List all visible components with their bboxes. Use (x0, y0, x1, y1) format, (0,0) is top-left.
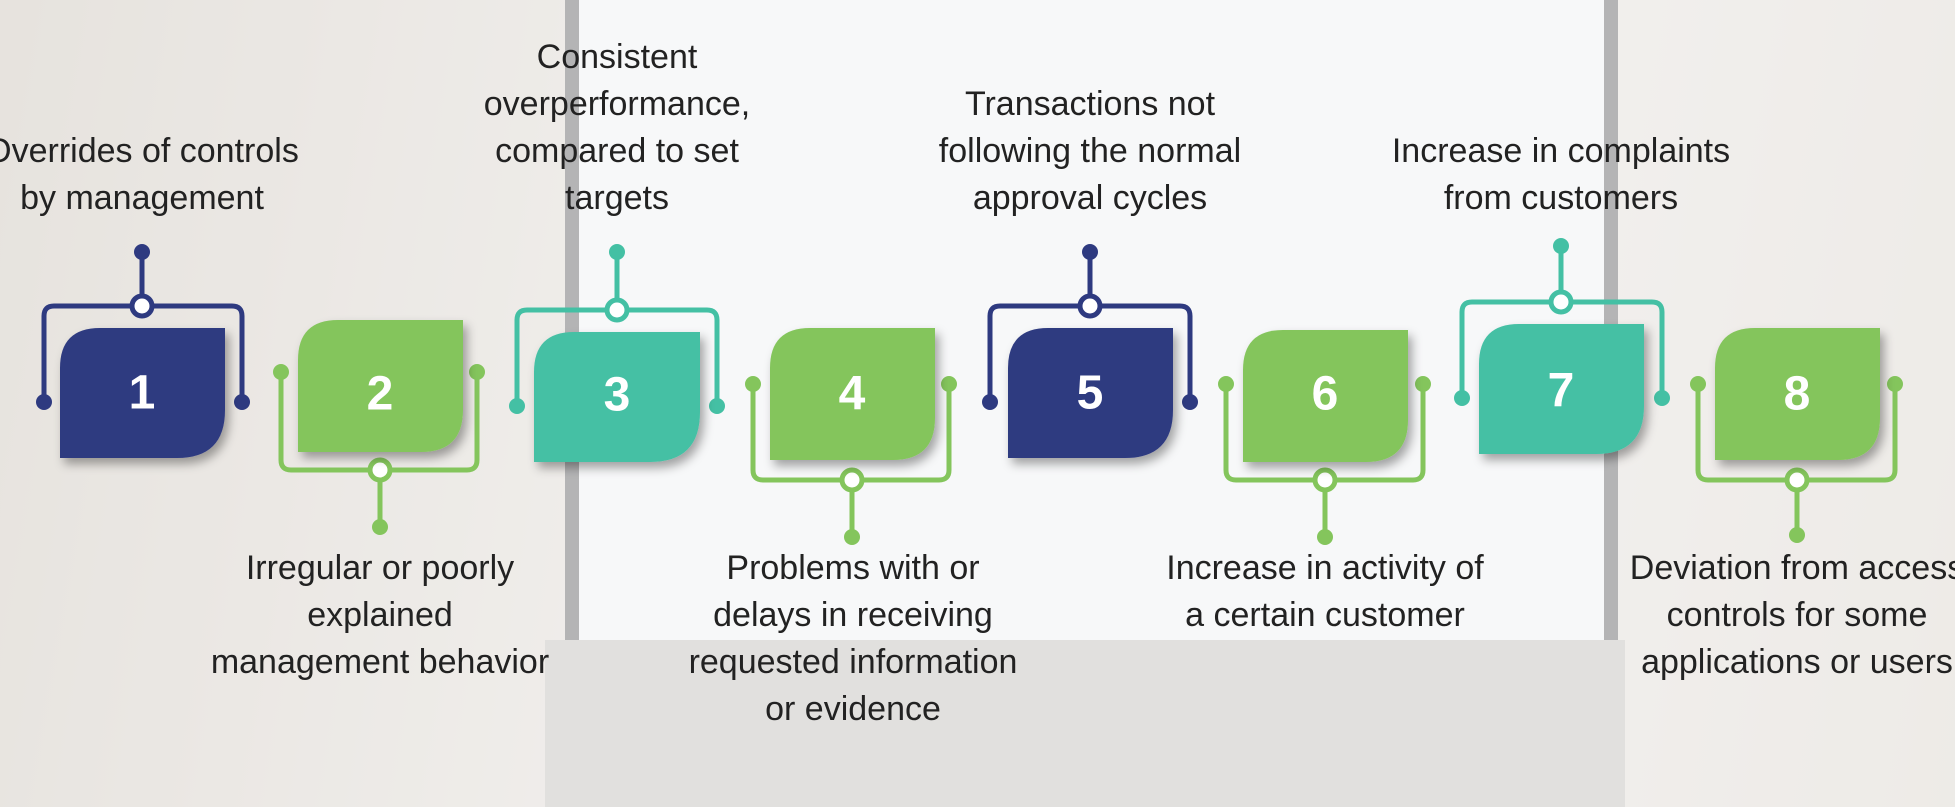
step-7-end-dot (1553, 238, 1569, 254)
step-1-end-dot (134, 244, 150, 260)
step-4: 4 (745, 328, 957, 545)
step-8-right-dot (1887, 376, 1903, 392)
step-2-left-dot (273, 364, 289, 380)
step-6-label: Increase in activity of a certain custom… (1166, 549, 1484, 634)
step-5-leaf (1008, 328, 1173, 458)
step-3-number: 3 (604, 369, 631, 422)
step-7-leaf (1479, 324, 1644, 454)
step-1-junction-ring (129, 293, 155, 319)
step-6-right-dot (1415, 376, 1431, 392)
step-7-number: 7 (1548, 365, 1575, 418)
step-6-number: 6 (1312, 368, 1339, 421)
step-8-label: Deviation from access controls for some … (1629, 549, 1955, 681)
step-5-number: 5 (1077, 367, 1104, 420)
step-1-leaf (60, 328, 225, 458)
step-2-label: Irregular or poorly explained management… (210, 549, 550, 681)
step-2-junction-ring (367, 457, 393, 483)
step-3: 3 (509, 244, 725, 462)
step-4-right-dot (941, 376, 957, 392)
step-8: 8 (1690, 328, 1903, 543)
step-7-junction-ring (1548, 289, 1574, 315)
step-7-label: Increase in complaints from customers (1391, 132, 1731, 217)
step-3-junction-ring (604, 297, 630, 323)
step-6: 6 (1218, 330, 1431, 545)
step-5: 5 (982, 244, 1198, 458)
step-4-end-dot (844, 529, 860, 545)
step-8-number: 8 (1784, 368, 1811, 421)
step-5-end-dot (1082, 244, 1098, 260)
step-6-leaf (1243, 330, 1408, 462)
step-2-leaf (298, 320, 463, 452)
step-4-number: 4 (839, 368, 866, 421)
step-1-right-dot (234, 394, 250, 410)
step-3-label: Consistent overperformance, compared to … (483, 38, 751, 217)
step-5-right-dot (1182, 394, 1198, 410)
step-6-junction-ring (1312, 467, 1338, 493)
step-2-end-dot (372, 519, 388, 535)
step-6-left-dot (1218, 376, 1234, 392)
step-4-left-dot (745, 376, 761, 392)
step-3-end-dot (609, 244, 625, 260)
step-5-left-dot (982, 394, 998, 410)
step-2-number: 2 (367, 368, 394, 421)
step-1-number: 1 (129, 367, 156, 420)
step-4-junction-ring (839, 467, 865, 493)
step-5-junction-ring (1077, 293, 1103, 319)
step-5-label: Transactions not following the normal ap… (938, 85, 1242, 217)
step-2-right-dot (469, 364, 485, 380)
step-8-junction-ring (1784, 467, 1810, 493)
step-4-label: Problems with or delays in receiving req… (688, 549, 1018, 728)
step-3-right-dot (709, 398, 725, 414)
step-7-left-dot (1454, 390, 1470, 406)
step-4-leaf (770, 328, 935, 460)
step-6-end-dot (1317, 529, 1333, 545)
step-2: 2 (273, 320, 485, 535)
step-7-right-dot (1654, 390, 1670, 406)
step-7: 7 (1454, 238, 1670, 454)
step-1-label: Overrides of controls by management (0, 132, 299, 217)
step-8-left-dot (1690, 376, 1706, 392)
step-1: 1 (36, 244, 250, 458)
step-1-left-dot (36, 394, 52, 410)
step-3-left-dot (509, 398, 525, 414)
step-8-leaf (1715, 328, 1880, 460)
step-8-end-dot (1789, 527, 1805, 543)
step-3-leaf (534, 332, 700, 462)
